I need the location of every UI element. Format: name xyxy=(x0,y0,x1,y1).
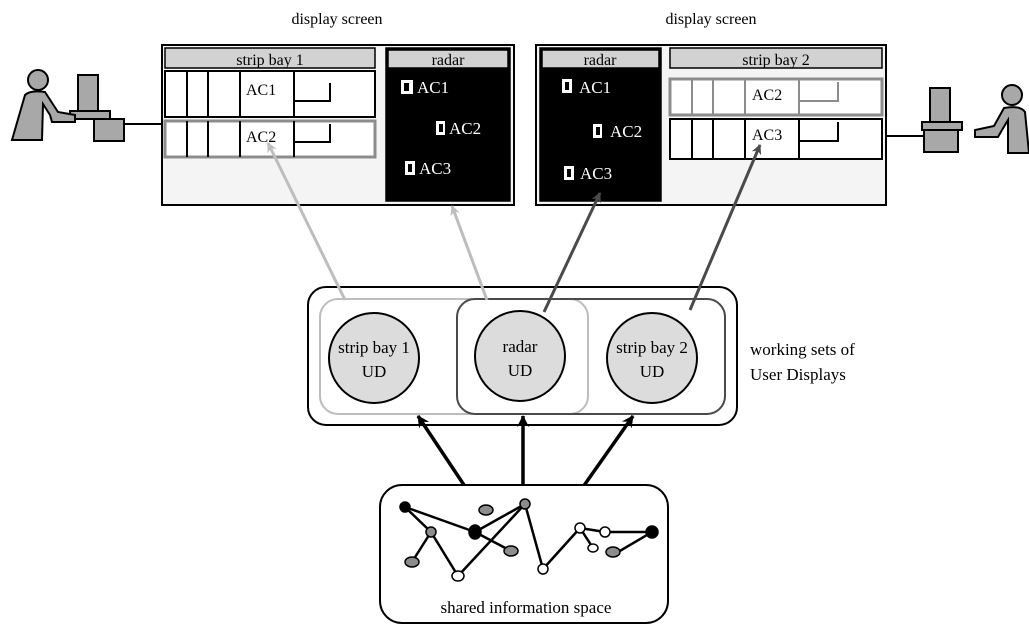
operator-right-icon xyxy=(921,84,1029,154)
blip-label: AC2 xyxy=(449,119,481,138)
arrow-shared-to-stripbay2 xyxy=(576,414,635,496)
shared-space-label: shared information space xyxy=(441,598,612,617)
radar-blip[interactable]: AC3 xyxy=(405,159,451,178)
right-display-screen: radar AC1 AC2 AC3 strip bay 2 AC2 xyxy=(535,44,887,206)
ud-label-line1: strip bay 2 xyxy=(616,338,688,357)
arrow-radar-to-right-radar xyxy=(542,192,602,313)
right-radar-header-label: radar xyxy=(584,52,618,69)
strip-bay-2-header-label: strip bay 2 xyxy=(742,52,810,69)
ud-label-line2: UD xyxy=(640,362,665,381)
ud-strip-bay-2[interactable]: strip bay 2 UD xyxy=(606,312,698,404)
arrow-stripbay2-to-right-strips xyxy=(688,144,762,311)
working-set-light xyxy=(319,298,589,415)
strip-callsign: AC3 xyxy=(752,127,782,144)
ud-label-line1: radar xyxy=(503,337,538,356)
arrow-stripbay1-to-left-strips xyxy=(266,142,347,301)
ud-label-line2: UD xyxy=(362,362,387,381)
right-radar-header xyxy=(541,49,660,69)
flight-strip[interactable]: AC2 xyxy=(668,77,884,117)
radar-blip[interactable]: AC2 xyxy=(436,119,481,138)
ud-strip-bay-1[interactable]: strip bay 1 UD xyxy=(328,312,420,404)
working-sets-label-line1: working sets of xyxy=(750,340,855,359)
left-radar-panel[interactable] xyxy=(385,47,511,202)
blip-label: AC2 xyxy=(610,122,642,141)
ud-label-line2: UD xyxy=(508,361,533,380)
working-set-dark xyxy=(456,298,726,415)
left-radar-header-label: radar xyxy=(432,52,466,69)
radar-blip[interactable]: AC3 xyxy=(564,164,612,183)
shared-space-container xyxy=(379,484,669,624)
flight-strip[interactable]: AC1 xyxy=(164,70,376,118)
flight-strip[interactable]: AC2 xyxy=(163,119,377,159)
working-sets-label-line2: User Displays xyxy=(750,365,846,384)
blip-label: AC1 xyxy=(417,78,449,97)
strip-callsign: AC1 xyxy=(246,82,276,99)
arrow-radar-to-left-radar xyxy=(450,205,489,301)
strip-bay-1-header xyxy=(164,47,376,69)
right-screen-title: display screen xyxy=(665,11,756,28)
strip-callsign: AC2 xyxy=(246,129,276,146)
ud-label-line1: strip bay 1 xyxy=(338,338,410,357)
information-nodes xyxy=(399,498,659,582)
radar-blip[interactable]: AC1 xyxy=(562,78,611,97)
flight-strip[interactable]: AC3 xyxy=(669,118,883,160)
left-radar-header xyxy=(387,49,509,69)
ud-radar[interactable]: radar UD xyxy=(474,310,566,402)
blip-label: AC3 xyxy=(580,164,612,183)
arrow-shared-to-stripbay1 xyxy=(416,415,472,495)
radar-blip[interactable]: AC1 xyxy=(401,78,449,97)
blip-label: AC3 xyxy=(419,159,451,178)
left-display-screen: strip bay 1 AC1 AC2 radar AC1 xyxy=(161,44,515,206)
operator-left-icon xyxy=(10,69,125,142)
left-screen-title: display screen xyxy=(291,11,382,28)
radar-blip[interactable]: AC2 xyxy=(593,122,642,141)
strip-bay-1-header-label: strip bay 1 xyxy=(236,52,304,69)
blip-label: AC1 xyxy=(579,78,611,97)
strip-bay-2-header xyxy=(669,47,883,69)
strip-callsign: AC2 xyxy=(752,87,782,104)
